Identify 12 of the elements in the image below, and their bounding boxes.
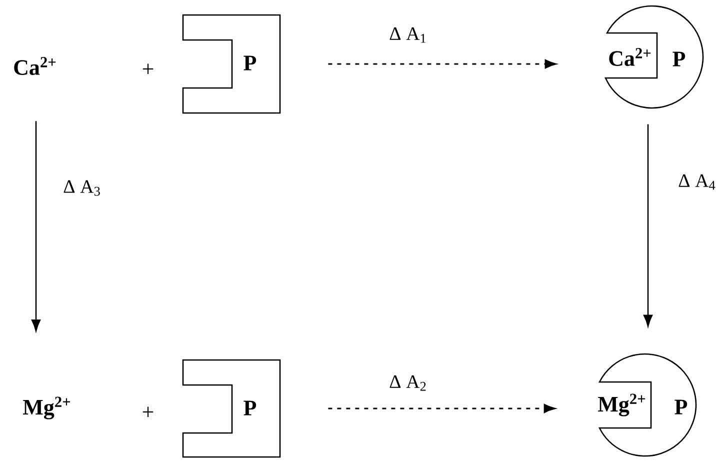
ion-label: Mg$^{2+}$ bbox=[23, 396, 70, 420]
edge-label: Δ A$_{4}$ bbox=[678, 174, 716, 190]
edge-label: Δ A$_{1}$ bbox=[390, 27, 426, 43]
ion-label: Ca$^{2+}$ bbox=[14, 57, 56, 75]
plus-sign: + bbox=[142, 64, 154, 74]
arrow bbox=[643, 124, 653, 327]
edge-label: Δ A$_{3}$ bbox=[64, 180, 100, 196]
arrow bbox=[328, 60, 556, 68]
arrow bbox=[31, 121, 41, 332]
plus-sign: + bbox=[142, 406, 154, 418]
arrow bbox=[328, 404, 556, 413]
edge-label: Δ A$_{2}$ bbox=[390, 375, 426, 391]
